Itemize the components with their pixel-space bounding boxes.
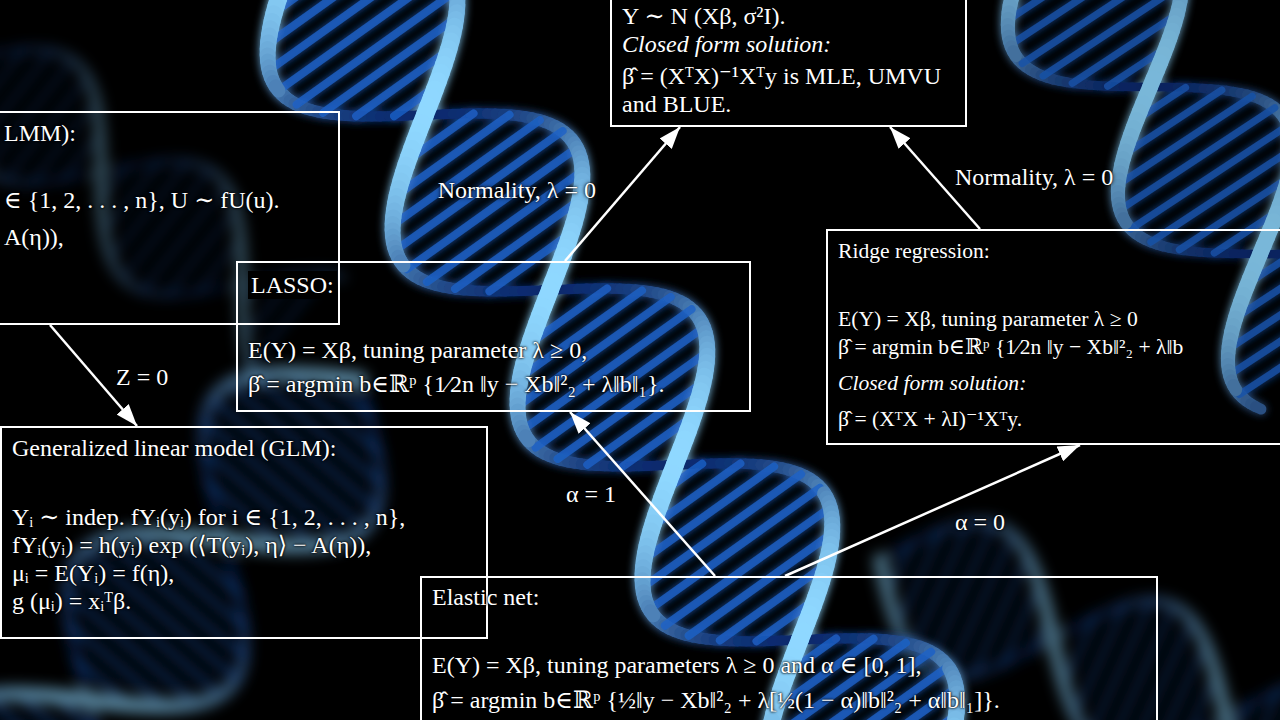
formula-text: g (μᵢ) = xᵢᵀβ. [12, 587, 476, 615]
formula-text: β̂ = argmin b∈ℝᵖ {1⁄2n ‖y − Xb‖²₂ + λ‖b [838, 333, 1280, 361]
dna-strand [929, 670, 933, 672]
dna-rung [167, 208, 236, 294]
dna-strand [1233, 385, 1236, 389]
dna-strand [526, 436, 529, 440]
dna-rung [1236, 257, 1280, 318]
dna-rung [820, 715, 956, 720]
dna-rung [1229, 263, 1280, 349]
formula-text: β̂ = (XᵀX)⁻¹Xᵀy is MLE, UMVU and BLUE. [622, 62, 955, 118]
dna-rung [1214, 212, 1277, 254]
dna-strand [93, 717, 95, 720]
dna-rung [898, 530, 942, 627]
dna-rung [408, 113, 474, 160]
dna-strand [651, 611, 654, 615]
dna-rung [356, 50, 448, 116]
formula-text: ∈ {1, 2, . . . , n}, U ∼ fU(u). [4, 186, 330, 214]
dna-strand [1013, 51, 1016, 55]
dna-rung [323, 18, 456, 113]
dna-rung [204, 449, 317, 545]
formula-text: E(Y) = Xβ, tuning parameter λ ≥ 0 [838, 305, 1280, 333]
formula-text: A(η)), [4, 223, 330, 251]
dna-strand [1278, 250, 1280, 259]
formula-text: E(Y) = Xβ, tuning parameters λ ≥ 0 and α… [432, 651, 1146, 679]
box-heading: Y ∼ N (Xβ, σ²I). [622, 2, 955, 30]
dna-rung [1232, 705, 1249, 720]
dna-rung [652, 464, 740, 527]
box-heading: Generalized linear model (GLM): [12, 434, 476, 462]
formula-text: Closed form solution: [622, 30, 955, 58]
dna-rung [1075, 605, 1125, 715]
formula-text: Yᵢ ∼ indep. fYᵢ(yᵢ) for i ∈ {1, 2, . . .… [12, 503, 476, 531]
formula-text: μᵢ = E(Yᵢ) = f(η), [12, 559, 476, 587]
formula-text: β̂ = argmin b∈ℝᵖ {½‖y − Xb‖²₂ + λ[½(1 − … [432, 686, 1146, 714]
dna-rung [973, 555, 1027, 674]
dna-rung [1130, 620, 1191, 720]
formula-text: Closed form solution: [838, 369, 1280, 397]
arrow-label: α = 1 [566, 480, 616, 508]
dna-rung [558, 352, 708, 459]
arrow-label: Z = 0 [116, 363, 168, 391]
dna-rung [393, 120, 540, 225]
dna-rung [1108, 48, 1166, 86]
dna-rung [644, 467, 774, 560]
dna-rung [1120, 108, 1275, 210]
dna-rung [1107, 606, 1173, 720]
formula-box: Elastic net: E(Y) = Xβ, tuning parameters… [420, 576, 1158, 720]
dna-rung [297, 0, 457, 105]
dna-rung [1241, 690, 1280, 720]
dna-strand [276, 86, 279, 90]
dna-rung [1089, 601, 1151, 720]
box-heading: LASSO: [248, 271, 337, 299]
formula-box: LASSO: E(Y) = Xβ, tuning parameter λ ≥ 0,… [236, 261, 751, 412]
formula-text: fYᵢ(yᵢ) = h(yᵢ) exp (⟨T(yᵢ), η⟩ − A(η)), [12, 531, 476, 559]
dna-rung [911, 523, 970, 652]
formula-box: Ridge regression: E(Y) = Xβ, tuning param… [826, 229, 1280, 445]
formula-box: Y ∼ N (Xβ, σ²I).Closed form solution: β̂ … [610, 0, 967, 127]
box-heading: LMM): [4, 119, 330, 147]
dna-rung [530, 288, 607, 343]
dna-strand [1123, 218, 1126, 222]
formula-text: E(Y) = Xβ, tuning parameter λ ≥ 0, [248, 336, 739, 364]
dna-strand [1256, 407, 1261, 409]
arrow [785, 445, 1080, 576]
box-heading: Elastic net: [432, 583, 1146, 611]
formula-text: β̂ = (XᵀX + λI)⁻¹Xᵀy. [838, 405, 1280, 433]
formula-text: β̂ = argmin b∈ℝᵖ {1⁄2n ‖y − Xb‖²₂ + λ‖b‖… [248, 370, 739, 398]
dna-rung [16, 694, 106, 720]
arrow-label: α = 0 [955, 508, 1005, 536]
dna-rung [1268, 680, 1280, 720]
dna-rung [623, 416, 693, 466]
arrow-label: Normality, λ = 0 [438, 176, 596, 204]
arrow-label: Normality, λ = 0 [955, 163, 1113, 191]
dna-rung [1131, 125, 1280, 229]
dna-rung [1118, 96, 1252, 184]
dna-rung [1253, 681, 1280, 720]
dna-rung [197, 238, 241, 293]
dna-rung [689, 533, 832, 635]
dna-helix [0, 49, 343, 383]
dna-rung [1230, 273, 1280, 374]
dna-rung [0, 60, 72, 170]
dna-strand [124, 279, 128, 282]
dna-strand [216, 392, 219, 396]
dna-rung [69, 624, 166, 706]
formula-box: Generalized linear model (GLM): Yᵢ ∼ inde… [0, 426, 488, 639]
box-heading: Ridge regression: [838, 237, 1280, 265]
